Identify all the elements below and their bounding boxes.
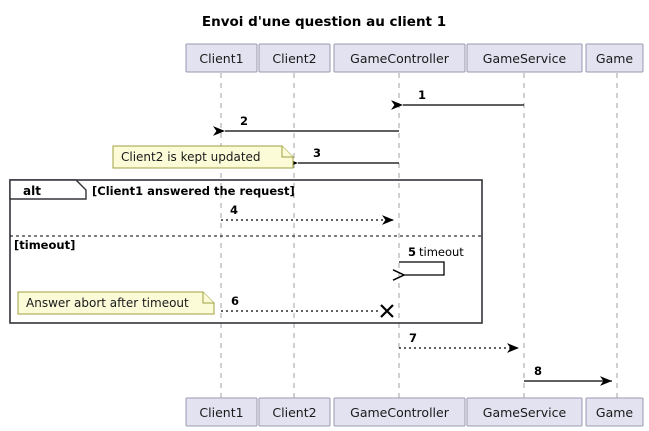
participant-header-client1[interactable]: Client1 <box>185 43 258 73</box>
participant-label-bottom-client2: Client2 <box>272 405 316 420</box>
message-4-number: 4 <box>230 203 238 217</box>
message-6-destroy-icon <box>380 304 394 318</box>
message-8[interactable]: 8 <box>524 364 612 386</box>
message-1-number: 1 <box>418 88 426 102</box>
participant-box-game[interactable] <box>585 43 644 73</box>
note-answer-abort: Answer abort after timeout <box>17 291 215 315</box>
message-3[interactable]: 3 <box>286 146 399 168</box>
message-2-number: 2 <box>240 114 248 128</box>
alt-fragment-operator: alt <box>23 184 41 198</box>
message-8-number: 8 <box>534 364 542 378</box>
participant-label-bottom-gamecontroller: GameController <box>350 405 450 420</box>
participant-box-gameservice[interactable] <box>466 43 583 73</box>
message-6-lost[interactable]: 6 <box>221 294 394 318</box>
alt-fragment: alt [Client1 answered the request] [time… <box>9 179 483 324</box>
note-client2-text: Client2 is kept updated <box>121 150 261 164</box>
participant-box-client1[interactable] <box>185 43 258 73</box>
participant-box-gamecontroller[interactable] <box>333 43 466 73</box>
participant-label-bottom-game: Game <box>596 405 634 420</box>
participant-label-gamecontroller: GameController <box>350 51 450 66</box>
note-abort-body <box>17 291 215 315</box>
message-3-number: 3 <box>313 146 321 160</box>
note-client2-fold <box>281 146 293 158</box>
note-client2-kept-updated: Client2 is kept updated <box>112 145 294 169</box>
note-abort-text: Answer abort after timeout <box>26 296 189 310</box>
note-abort-fold <box>202 292 214 304</box>
alt-fragment-guard-primary: [Client1 answered the request] <box>92 184 295 198</box>
message-7-number: 7 <box>409 331 417 345</box>
participant-label-gameservice: GameService <box>483 51 567 66</box>
participant-label-bottom-gameservice: GameService <box>483 405 567 420</box>
alt-fragment-guard-else: [timeout] <box>14 238 75 252</box>
participant-footer-client1[interactable]: Client1 <box>185 397 258 427</box>
participant-header-gamecontroller[interactable]: GameController <box>333 43 466 73</box>
participant-box-bottom-gameservice[interactable] <box>466 397 583 427</box>
participant-label-client1: Client1 <box>199 51 243 66</box>
message-5-number: 5 <box>408 245 416 259</box>
message-7[interactable]: 7 <box>399 331 519 353</box>
participant-label-bottom-client1: Client1 <box>199 405 243 420</box>
participant-header-client2[interactable]: Client2 <box>258 43 331 73</box>
message-5-self-timeout[interactable]: 5 timeout <box>399 245 464 275</box>
note-client2-body <box>112 145 294 169</box>
participant-box-client2[interactable] <box>258 43 331 73</box>
message-6-number: 6 <box>231 294 239 308</box>
participant-footer-client2[interactable]: Client2 <box>258 397 331 427</box>
participant-footer-game[interactable]: Game <box>585 397 644 427</box>
participant-header-game[interactable]: Game <box>585 43 644 73</box>
participant-box-bottom-client2[interactable] <box>258 397 331 427</box>
alt-fragment-border <box>9 179 483 324</box>
participant-footer-gamecontroller[interactable]: GameController <box>333 397 466 427</box>
participant-box-bottom-client1[interactable] <box>185 397 258 427</box>
participant-box-bottom-game[interactable] <box>585 397 644 427</box>
message-1[interactable]: 1 <box>391 88 524 110</box>
participant-label-game: Game <box>596 51 634 66</box>
participant-footer-gameservice[interactable]: GameService <box>466 397 583 427</box>
participant-box-bottom-gamecontroller[interactable] <box>333 397 466 427</box>
message-4[interactable]: 4 <box>221 203 394 225</box>
page-title: Envoi d'une question au client 1 <box>202 14 446 30</box>
message-5-line[interactable] <box>399 261 445 275</box>
message-2[interactable]: 2 <box>213 114 399 136</box>
participant-header-gameservice[interactable]: GameService <box>466 43 583 73</box>
alt-fragment-tab <box>9 179 87 200</box>
message-5-label: timeout <box>419 245 464 259</box>
participant-label-client2: Client2 <box>272 51 316 66</box>
